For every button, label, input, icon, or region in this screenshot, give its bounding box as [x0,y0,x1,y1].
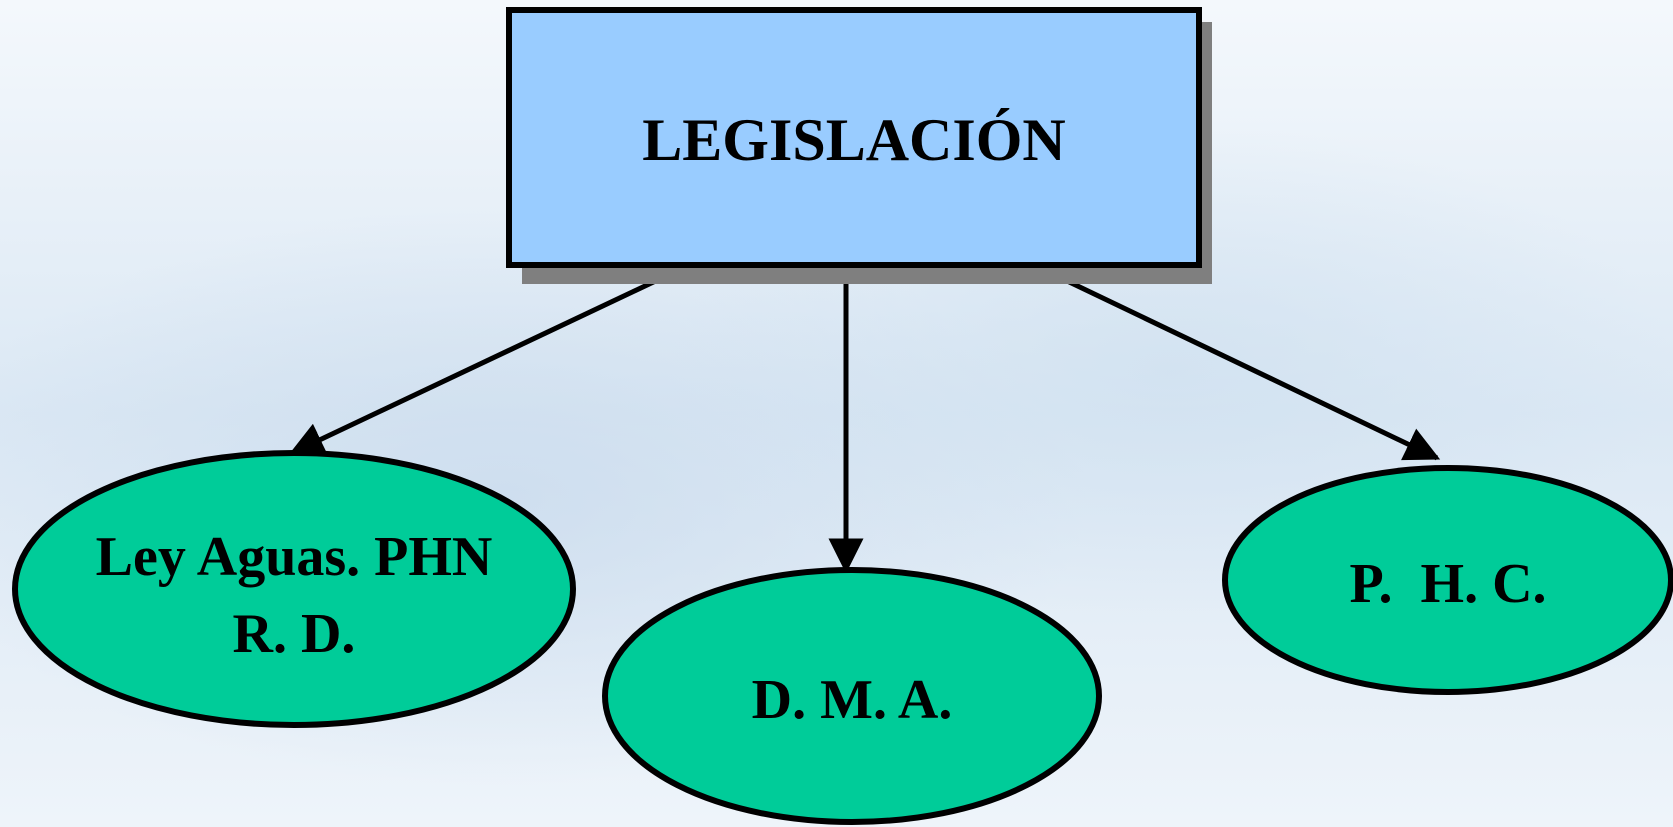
leaf-label-line-2: R. D. [233,603,356,665]
connector-root-to-right [1038,265,1441,461]
leaf-label-dma: D. M. A. [752,669,953,731]
connector-root-to-left [288,265,685,456]
leaf-label-line-1: Ley Aguas. PHN [96,526,493,588]
leaf-label-phc: P. H. C. [1349,553,1546,615]
root-label: LEGISLACIÓN [642,107,1065,173]
leaf-node-phc [1222,465,1673,695]
leaf-node-dma [602,567,1102,825]
leaf-node-ley-aguas [12,450,576,728]
root-box [506,7,1202,268]
